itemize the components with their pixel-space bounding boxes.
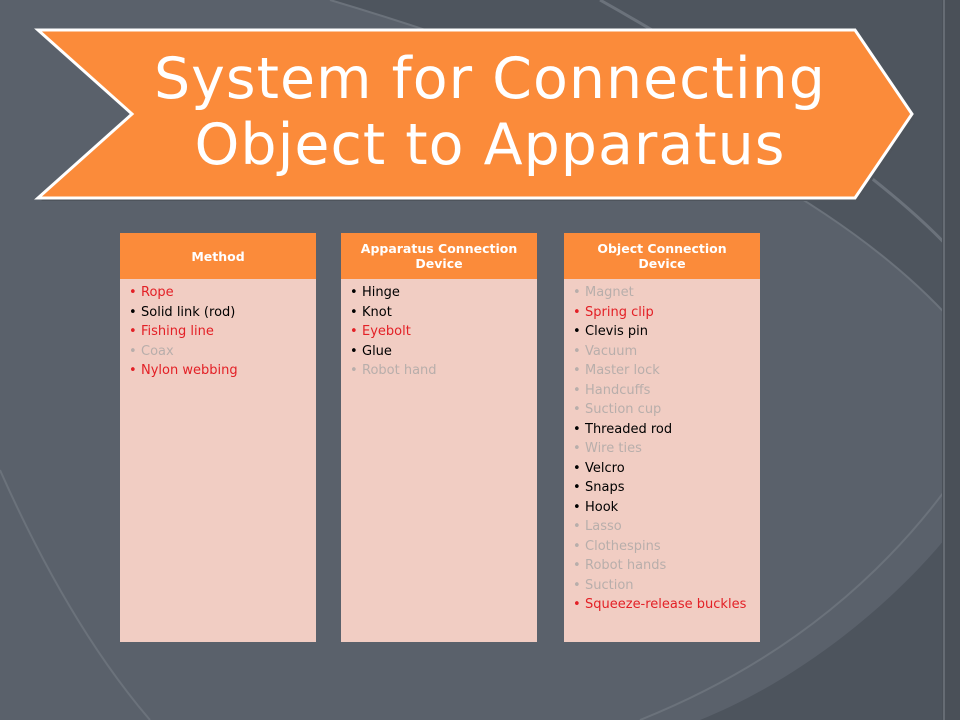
title-line-2: Object to Apparatus [194,112,786,178]
column-header: Object Connection Device [564,233,760,279]
list-item: Spring clip [573,303,754,323]
list-item: Glue [350,342,531,362]
column-object-connection-device: Object Connection Device MagnetSpring cl… [564,233,760,642]
list-item: Hook [573,498,754,518]
method-list: RopeSolid link (rod)Fishing lineCoaxNylo… [120,279,316,381]
list-item: Coax [129,342,310,362]
list-item: Knot [350,303,531,323]
column-header: Method [120,233,316,279]
list-item: Suction cup [573,400,754,420]
column-header: Apparatus Connection Device [341,233,537,279]
list-item: Wire ties [573,439,754,459]
column-apparatus-connection-device: Apparatus Connection Device HingeKnotEye… [341,233,537,642]
list-item: Magnet [573,283,754,303]
list-item: Squeeze-release buckles [573,595,754,615]
list-item: Threaded rod [573,420,754,440]
list-item: Robot hands [573,556,754,576]
list-item: Hinge [350,283,531,303]
list-item: Rope [129,283,310,303]
list-item: Solid link (rod) [129,303,310,323]
list-item: Nylon webbing [129,361,310,381]
list-item: Master lock [573,361,754,381]
title-banner-shape [34,28,915,201]
title-line-1: System for Connecting [154,46,826,112]
list-item: Snaps [573,478,754,498]
list-item: Eyebolt [350,322,531,342]
list-item: Suction [573,576,754,596]
object-device-list: MagnetSpring clipClevis pinVacuumMaster … [564,279,760,615]
list-item: Robot hand [350,361,531,381]
list-item: Handcuffs [573,381,754,401]
list-item: Lasso [573,517,754,537]
apparatus-device-list: HingeKnotEyeboltGlueRobot hand [341,279,537,381]
list-item: Clothespins [573,537,754,557]
list-item: Fishing line [129,322,310,342]
page-title: System for Connecting Object to Apparatu… [60,46,920,178]
list-item: Velcro [573,459,754,479]
column-method: Method RopeSolid link (rod)Fishing lineC… [120,233,316,642]
list-item: Clevis pin [573,322,754,342]
list-item: Vacuum [573,342,754,362]
